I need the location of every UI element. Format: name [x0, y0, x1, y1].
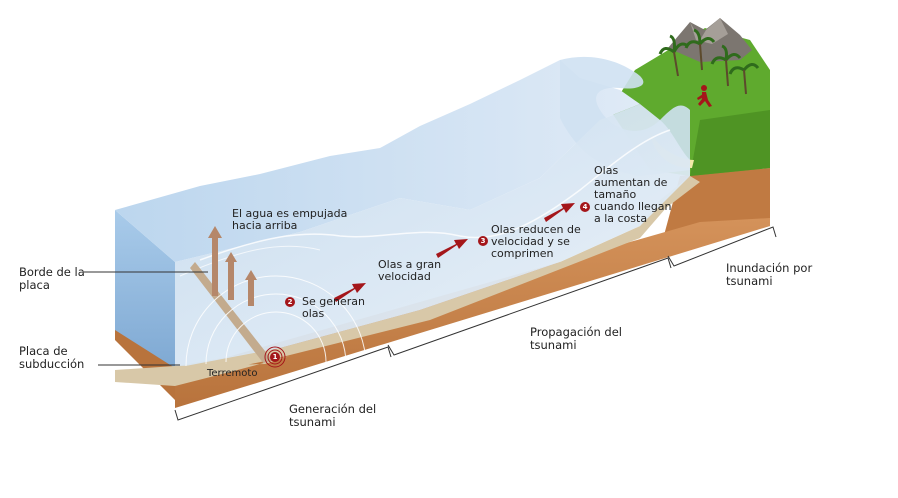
annotation-slow-down: Olas reducen de velocidad y se comprimen [491, 223, 581, 260]
stage-generation: Generación del tsunami [289, 402, 377, 429]
wave-line [199, 129, 671, 261]
water-body [175, 104, 690, 368]
annotation-earthquake: Terremoto [207, 368, 258, 379]
earthquake-epicenter-icon [264, 346, 286, 368]
stage-flooding: Inundación por tsunami [726, 261, 813, 288]
running-person-icon [697, 85, 712, 107]
annotation-waves-generated: Se generan olas [302, 295, 365, 320]
step-badge-3: 3 [478, 236, 488, 246]
palm-trees-icon [658, 28, 760, 95]
water-surface [115, 60, 640, 262]
wave-line [179, 245, 321, 277]
label-plate-edge: Borde de la placa [19, 265, 85, 292]
step-badge-1: 1 [270, 352, 280, 362]
water-front-face [115, 210, 175, 368]
plate-fault [190, 262, 272, 364]
step-badge-2: 2 [285, 297, 295, 307]
annotation-water-pushed: El agua es empujada hacia arriba [232, 207, 348, 232]
push-arrows [208, 226, 257, 306]
propagation-arrows [334, 203, 575, 302]
stage-propagation: Propagación del tsunami [530, 325, 623, 352]
annotation-high-speed: Olas a gran velocidad [378, 258, 442, 283]
subducting-plate [115, 356, 290, 386]
annotation-grow: Olas aumentan de tamaño cuando llegan a … [594, 164, 672, 225]
wave-rings [185, 275, 367, 367]
earth-bottom-face [175, 218, 770, 408]
stage-brackets [174, 226, 777, 421]
label-subduction-plate: Placa de subducción [19, 344, 85, 371]
step-badge-4: 4 [580, 202, 590, 212]
land-shade [690, 110, 770, 176]
mountain-highlight [690, 18, 728, 44]
